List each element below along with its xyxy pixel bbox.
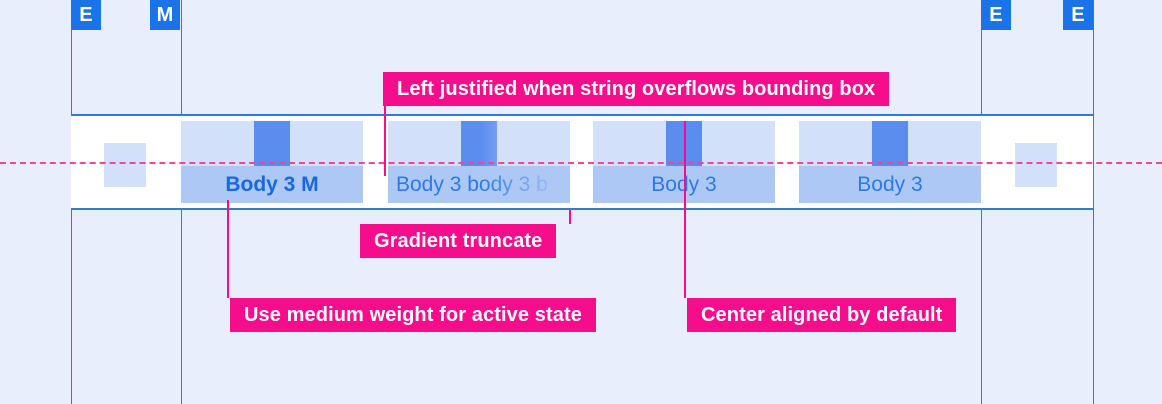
annotation-medium-weight: Use medium weight for active state xyxy=(230,298,596,332)
tab-label-area: Body 3 xyxy=(799,166,981,203)
tab-label-area: Body 3 M xyxy=(181,166,363,203)
annotation-left-justified: Left justified when string overflows bou… xyxy=(383,72,890,106)
tab-icon-area xyxy=(181,121,363,166)
leader-medium-weight xyxy=(227,200,229,298)
tab-icon-area xyxy=(388,121,570,166)
tab-label: Body 3 xyxy=(651,173,717,196)
tab-cell-center-b[interactable]: Body 3 xyxy=(799,121,981,203)
tab-icon-placeholder xyxy=(461,121,497,166)
tab-label-area: Body 3 body 3 b xyxy=(388,166,570,203)
margin-badge-left-inner: M xyxy=(150,0,180,30)
annotation-center-aligned: Center aligned by default xyxy=(687,298,957,332)
tab-icon-placeholder xyxy=(872,121,908,166)
leader-center-aligned xyxy=(684,121,686,298)
tab-icon-area xyxy=(799,121,981,166)
centreline-guide xyxy=(0,162,1162,164)
edge-badge-left-outer: E xyxy=(71,0,101,30)
peek-square-right xyxy=(1015,143,1057,187)
tab-label: Body 3 xyxy=(857,173,923,196)
tab-cell-active[interactable]: Body 3 M xyxy=(181,121,363,203)
edge-badge-right-inner: E xyxy=(981,0,1011,30)
peek-square-left xyxy=(104,143,146,187)
tab-label: Body 3 body 3 b xyxy=(396,173,548,196)
leader-left-justified xyxy=(384,106,386,176)
guide-right-outer xyxy=(1093,0,1094,404)
leader-gradient-truncate xyxy=(569,210,571,224)
edge-badge-right-outer: E xyxy=(1063,0,1093,30)
annotation-gradient-truncate: Gradient truncate xyxy=(360,224,557,258)
tab-icon-placeholder xyxy=(254,121,290,166)
tab-label: Body 3 M xyxy=(225,173,319,196)
